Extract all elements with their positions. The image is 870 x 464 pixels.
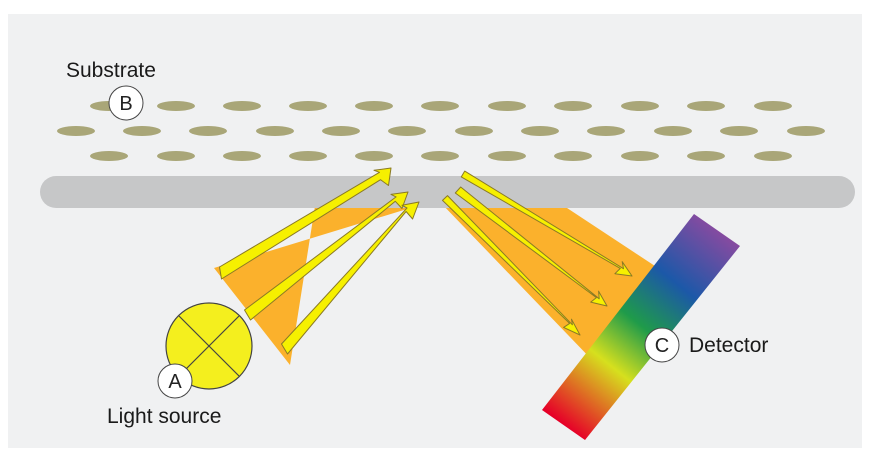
- marker-c-circle: [644, 327, 680, 363]
- particle: [123, 126, 161, 136]
- substrate-bar: [40, 176, 855, 208]
- particle: [223, 101, 261, 111]
- particle: [720, 126, 758, 136]
- particle: [388, 126, 426, 136]
- ray-arrow: [454, 186, 608, 307]
- marker-b: B: [119, 93, 132, 115]
- lamp-cross: [178, 315, 240, 377]
- particle: [289, 101, 327, 111]
- substrate-particles: [57, 101, 825, 161]
- particle: [621, 101, 659, 111]
- particle: [754, 151, 792, 161]
- particle: [421, 101, 459, 111]
- substrate-label: Substrate: [66, 59, 156, 82]
- particle: [687, 151, 725, 161]
- reflected-beam: [440, 202, 658, 362]
- incident-beam: [214, 202, 430, 365]
- ray-arrow: [442, 195, 581, 336]
- light-source-label: Light source: [107, 405, 221, 428]
- particle: [289, 151, 327, 161]
- particle: [57, 126, 95, 136]
- lamp-icon: [165, 302, 253, 390]
- particle: [189, 126, 227, 136]
- particle: [157, 101, 195, 111]
- particle: [322, 126, 360, 136]
- particle: [521, 126, 559, 136]
- particle: [223, 151, 261, 161]
- particle: [687, 101, 725, 111]
- particle: [90, 151, 128, 161]
- particle: [787, 126, 825, 136]
- particle: [488, 101, 526, 111]
- particle: [754, 101, 792, 111]
- particle: [421, 151, 459, 161]
- particle: [654, 126, 692, 136]
- ray-arrow: [460, 170, 633, 277]
- particle: [355, 151, 393, 161]
- particle: [355, 101, 393, 111]
- ray-arrow: [219, 167, 392, 280]
- marker-c: C: [655, 335, 669, 357]
- marker-b-circle: [108, 85, 144, 121]
- particle: [587, 126, 625, 136]
- ray-arrow: [244, 191, 409, 321]
- particle: [554, 101, 592, 111]
- marker-a-circle: [157, 363, 193, 399]
- particle: [554, 151, 592, 161]
- particle: [488, 151, 526, 161]
- ray-arrow: [281, 201, 420, 355]
- reflected-rays: [442, 170, 633, 336]
- marker-a: A: [168, 371, 182, 393]
- particle: [455, 126, 493, 136]
- incident-rays: [219, 167, 420, 355]
- particle: [157, 151, 195, 161]
- spectrum-detector-icon: [542, 214, 740, 440]
- panel-background: [8, 14, 862, 448]
- particle: [256, 126, 294, 136]
- detector-label: Detector: [689, 334, 768, 357]
- particle: [621, 151, 659, 161]
